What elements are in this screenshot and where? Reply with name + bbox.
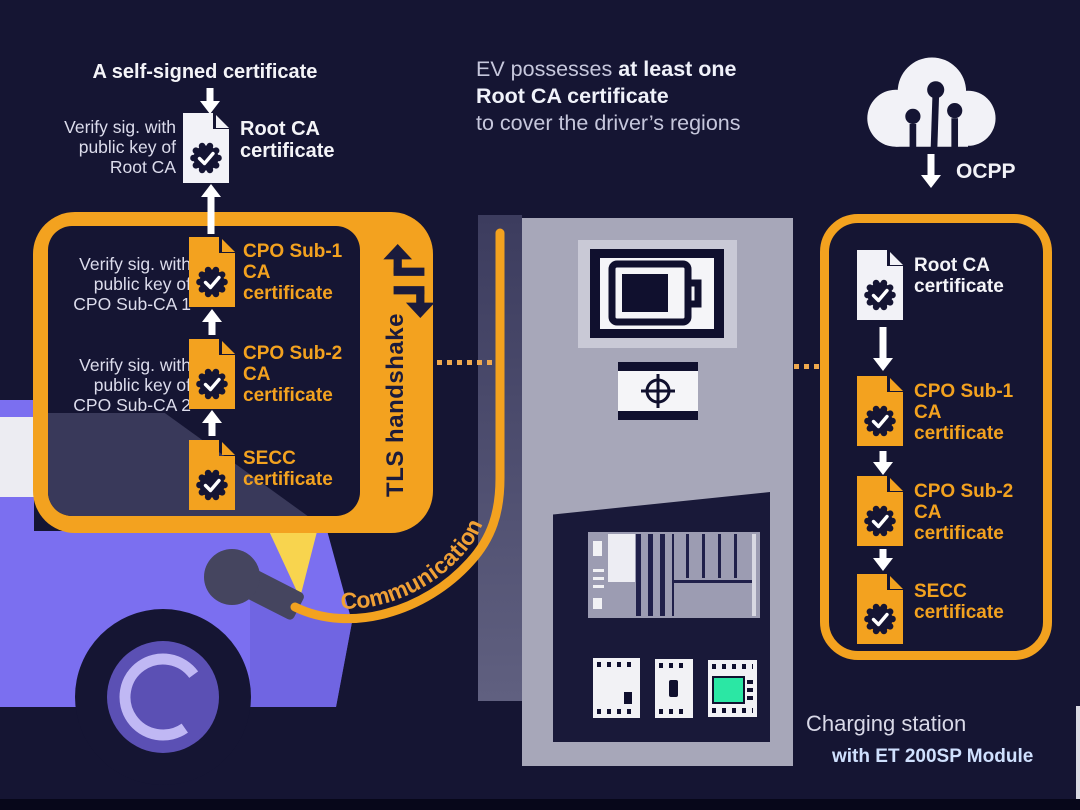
- verify-note: public key of: [93, 375, 191, 395]
- station-display-screen: [600, 258, 714, 329]
- down-arrow-icon: [873, 327, 893, 371]
- module-port-square: [593, 598, 602, 609]
- verify-note: Root CA: [109, 157, 176, 177]
- heading-text: EV possesses: [476, 57, 619, 81]
- verify-note: CPO Sub-CA 2: [73, 395, 191, 415]
- cert-label: certificate: [914, 523, 1004, 544]
- panel-bar-bottom: [618, 411, 698, 420]
- up-arrow-icon: [202, 309, 222, 335]
- cert-label: certificate: [914, 423, 1004, 444]
- certificate-icon: [189, 237, 235, 307]
- panel-bar-top: [618, 362, 698, 371]
- certificate-icon: [857, 475, 903, 547]
- breaker-device-1: [593, 658, 640, 718]
- dotted-connector-left: [437, 360, 499, 365]
- cert-label: CPO Sub-1 CA: [914, 381, 1014, 423]
- terminal-dots: [659, 663, 689, 668]
- breaker-device-2: [655, 659, 693, 718]
- cert-label: SECC: [243, 448, 296, 469]
- module-right-slots: [686, 534, 740, 578]
- logic-module-device: [708, 660, 757, 717]
- terminal-dots: [659, 709, 689, 714]
- dotted-connector-right: [794, 364, 822, 369]
- module-io-slots: [636, 534, 674, 616]
- cert-label: CPO Sub-2 CA: [243, 343, 343, 385]
- cert-label: CPO Sub-1 CA: [243, 241, 343, 283]
- cert-label: certificate: [243, 385, 333, 406]
- toggle-slot: [669, 680, 678, 697]
- heading-text: to cover the driver’s regions: [476, 111, 741, 135]
- cert-label: SECC: [914, 581, 967, 602]
- certificate-icon: [857, 249, 903, 321]
- self-signed-title: A self-signed certificate: [92, 61, 318, 83]
- battery-icon: [608, 260, 702, 326]
- car-side: [0, 497, 34, 533]
- verify-note: Verify sig. with: [64, 117, 176, 137]
- module-edge-light: [752, 534, 756, 616]
- cert-label: certificate: [914, 602, 1004, 623]
- terminal-dots: [597, 662, 636, 667]
- terminal-dots: [597, 709, 636, 714]
- module-led-square: [593, 541, 602, 556]
- verify-note: Verify sig. with: [79, 254, 191, 274]
- switch-slot: [624, 692, 632, 704]
- terminal-dots: [712, 664, 753, 669]
- verify-note: public key of: [78, 137, 176, 157]
- station-cert-chain-box: Root CA certificate CPO Sub-1 CA certifi…: [820, 214, 1052, 660]
- terminal-dots: [712, 708, 753, 713]
- certificate-icon: [189, 440, 235, 510]
- module-vent-lines: [593, 569, 604, 572]
- certificate-icon: [189, 339, 235, 409]
- verify-note: public key of: [93, 274, 191, 294]
- cert-label: CPO Sub-2 CA: [914, 481, 1014, 523]
- bottom-border-strip: [0, 799, 1080, 810]
- heading-bold: at least one: [618, 57, 737, 81]
- certificate-icon: [857, 375, 903, 447]
- tls-handshake-label: TLS handshake: [382, 313, 409, 497]
- cert-label: certificate: [914, 276, 1004, 297]
- verify-note: Verify sig. with: [79, 355, 191, 375]
- cert-label: Root CA: [240, 118, 320, 140]
- cloud-icon: [867, 57, 996, 155]
- heading-bold: Root CA certificate: [476, 84, 669, 108]
- keypad-squares: [747, 680, 753, 684]
- electric-vehicle: [0, 400, 352, 785]
- car-front-shadow: [250, 600, 352, 707]
- up-arrow-icon: [201, 184, 221, 234]
- et200sp-caption: with ET 200SP Module: [832, 746, 1034, 767]
- tls-handshake-box: Verify sig. with public key of CPO Sub-C…: [33, 212, 435, 533]
- et200sp-module: [588, 532, 760, 618]
- verify-note: CPO Sub-CA 1: [73, 294, 191, 314]
- cert-label: certificate: [243, 283, 333, 304]
- charging-station-caption: Charging station: [806, 711, 967, 736]
- station-shadow-column: [478, 215, 522, 701]
- cert-label: certificate: [243, 469, 333, 490]
- up-arrow-icon: [202, 410, 222, 436]
- crosshair-icon: [641, 374, 675, 408]
- down-arrow-icon: [200, 88, 220, 114]
- car-roof-strip: [0, 400, 34, 417]
- down-arrow-icon: [873, 451, 893, 475]
- tls-box-interior: Verify sig. with public key of CPO Sub-C…: [48, 226, 360, 516]
- cert-label: certificate: [240, 140, 335, 162]
- certificate-icon: [183, 112, 229, 184]
- down-arrow-icon: [920, 154, 942, 188]
- certificate-icon: [857, 573, 903, 645]
- cert-label: Root CA: [914, 255, 990, 276]
- module-cpu-face: [608, 534, 635, 582]
- module-right-block: [674, 534, 756, 616]
- right-edge-sliver: [1076, 706, 1080, 799]
- down-arrow-icon: [873, 549, 893, 571]
- ocpp-label: OCPP: [956, 160, 1016, 183]
- wheel-rim-arc: [119, 653, 207, 741]
- station-target-panel: [618, 362, 698, 420]
- car-pillar-accent: [0, 417, 34, 497]
- charging-plug-icon: [204, 549, 260, 605]
- ev-rootca-heading: EV possesses at least one Root CA certif…: [476, 56, 806, 137]
- green-display: [712, 676, 745, 704]
- module-divider: [674, 580, 756, 583]
